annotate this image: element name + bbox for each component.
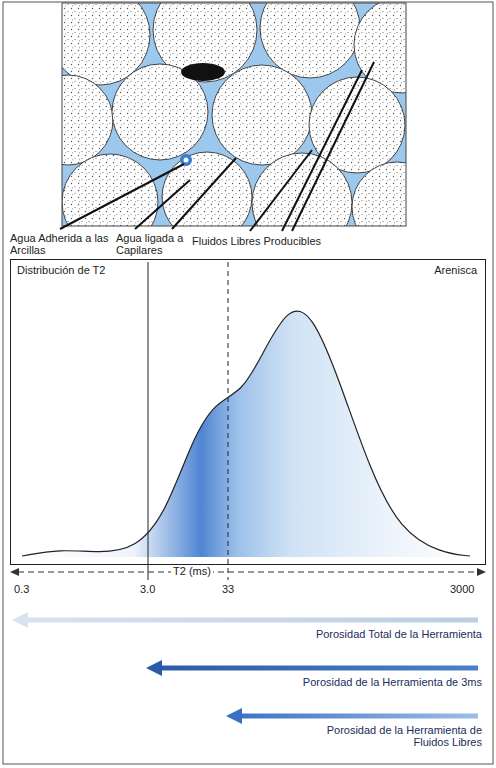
sand-grains: [62, 3, 406, 226]
tick-label: 3.0: [140, 583, 155, 595]
tick-label: 0.3: [14, 583, 29, 595]
t2-curve: [22, 311, 470, 556]
chart-panel: Distribución de T2 Arenisca: [10, 259, 486, 565]
axis-title: T2 (ms): [171, 565, 213, 577]
porosity-arrow: [26, 618, 478, 623]
axis: [18, 571, 478, 572]
panel-label: Arenisca: [397, 264, 477, 277]
fluid-label: Agua Adherida a las Arcillas: [10, 232, 110, 256]
clay: [181, 63, 225, 81]
t2-area: [22, 311, 470, 557]
fluid-label: Fluidos Libres Producibles: [192, 235, 352, 247]
panel-label: Distribución de T2: [17, 264, 112, 277]
tick-label: 33: [222, 583, 234, 595]
porosity-arrow: [160, 666, 478, 671]
porosity-arrow: [240, 714, 478, 719]
cutoff-line-dashed: [228, 262, 229, 580]
arrow-label: Porosidad Total de la Herramienta: [182, 628, 482, 640]
tick-label: 3000: [450, 583, 474, 595]
arrow-label: Porosidad de la Herramienta de 3ms: [182, 676, 482, 688]
frame: [3, 2, 493, 764]
cutoff-line: [148, 262, 149, 580]
leader-lines: [60, 62, 374, 231]
fluid-label: Agua ligada a Capilares: [116, 232, 188, 256]
arrow-label: Porosidad de la Herramienta de Fluidos L…: [322, 724, 482, 748]
